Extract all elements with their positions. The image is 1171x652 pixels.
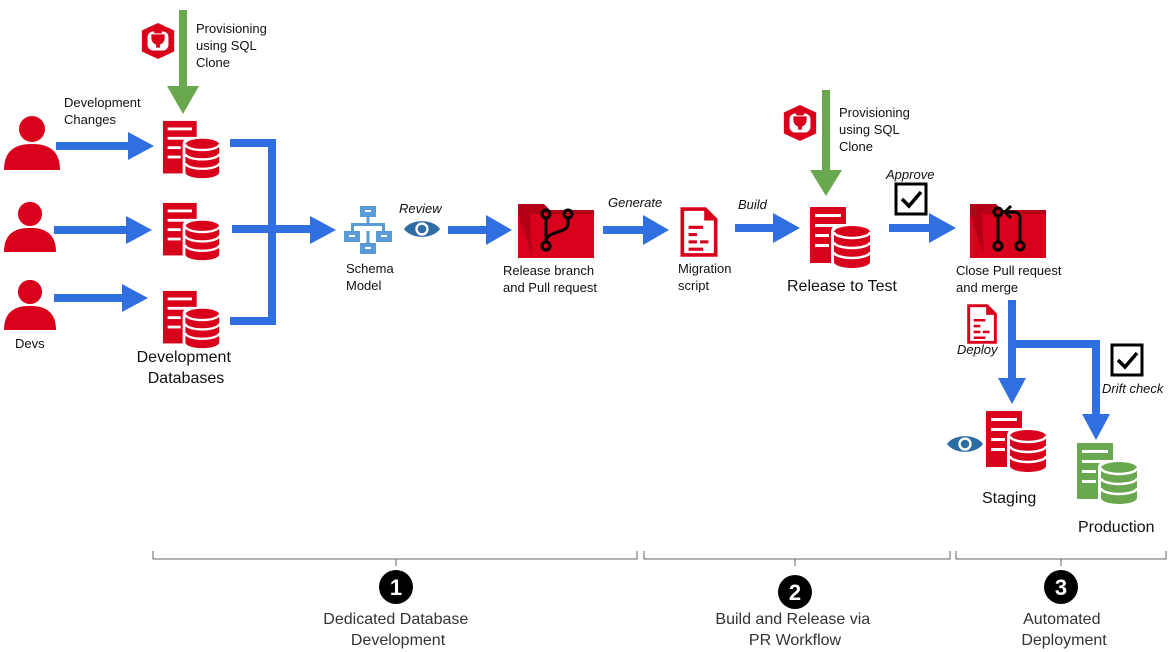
database-server-icon <box>984 410 1050 474</box>
section-number: 1 <box>390 575 402 600</box>
migration-script-label: Migration script <box>678 261 735 293</box>
drift-check-label: Drift check <box>1102 381 1165 396</box>
dev-changes-label: Development Changes <box>64 95 144 127</box>
person-icon <box>4 279 56 330</box>
section-title: Build and Release via PR Workflow <box>715 611 874 649</box>
deploy-split <box>1008 300 1100 416</box>
sql-clone-icon <box>783 104 817 142</box>
generate-label: Generate <box>608 195 662 210</box>
section-3: 3 Automated Deployment <box>1021 570 1107 649</box>
provision-arrow-1 <box>167 10 199 114</box>
section-number-badge <box>1044 570 1078 604</box>
checkbox-icon <box>894 182 928 216</box>
approve-label: Approve <box>885 167 934 182</box>
folder-branch-icon <box>516 202 596 260</box>
merge-connector <box>230 139 312 325</box>
flow-arrows <box>448 213 956 245</box>
database-server-icon <box>161 290 224 350</box>
release-branch-label: Release branch and Pull request <box>503 263 598 295</box>
section-2: 2 Build and Release via PR Workflow <box>715 575 874 649</box>
section-1: 1 Dedicated Database Development <box>323 570 472 649</box>
merge-arrowhead <box>310 216 336 244</box>
eye-icon <box>946 436 984 452</box>
build-label: Build <box>738 197 768 212</box>
person-icon <box>4 116 60 170</box>
section-title: Dedicated Database Development <box>323 611 472 649</box>
schema-model-icon <box>344 206 392 254</box>
database-server-icon <box>1075 442 1141 506</box>
script-document-icon <box>680 207 718 257</box>
deploy-label: Deploy <box>957 342 999 357</box>
database-server-icon <box>161 202 224 262</box>
close-pr-label: Close Pull request and merge <box>956 263 1065 295</box>
provision-label-1: Provisioning using SQL Clone <box>196 21 270 70</box>
section-number-badge <box>778 575 812 609</box>
release-to-test-label: Release to Test <box>787 278 898 295</box>
database-server-icon <box>161 120 224 180</box>
person-icon <box>4 201 56 252</box>
section-number: 2 <box>789 580 801 605</box>
sql-clone-icon <box>141 22 175 60</box>
database-server-icon <box>808 206 874 270</box>
checkbox-icon <box>1110 343 1144 377</box>
schema-model-label: Schema Model <box>346 261 397 293</box>
script-document-icon <box>967 304 997 344</box>
eye-icon <box>403 221 441 237</box>
review-label: Review <box>399 201 443 216</box>
staging-label: Staging <box>982 490 1036 507</box>
folder-pull-request-icon <box>968 202 1048 260</box>
devs-label: Devs <box>15 336 45 351</box>
section-title: Automated Deployment <box>1021 611 1107 649</box>
section-braces <box>152 551 1167 566</box>
provision-label-2: Provisioning using SQL Clone <box>839 105 913 154</box>
production-label: Production <box>1078 519 1155 536</box>
dev-databases-label: Development Databases <box>137 349 236 387</box>
deploy-arrowheads <box>998 378 1110 440</box>
section-number-badge <box>379 570 413 604</box>
dev-change-arrows <box>54 132 154 312</box>
section-number: 3 <box>1055 575 1067 600</box>
provision-arrow-2 <box>810 90 842 196</box>
